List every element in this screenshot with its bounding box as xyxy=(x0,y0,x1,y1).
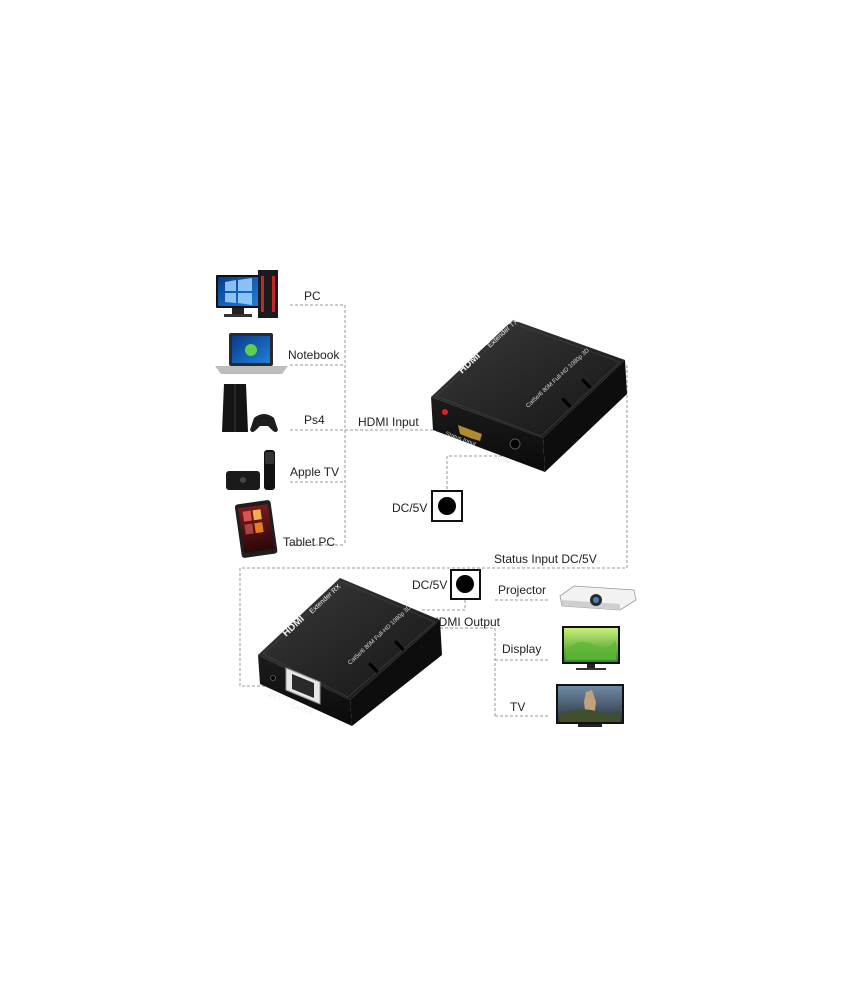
rx-rst-label: RST xyxy=(266,692,282,704)
output-label-tv: TV xyxy=(510,700,525,714)
apple-tv-icon xyxy=(226,450,275,490)
output-label-display: Display xyxy=(502,642,541,656)
projector-icon xyxy=(559,585,637,611)
extender-tx-box xyxy=(431,320,627,472)
tx-dc-jack xyxy=(509,438,521,450)
status-input-dc-label: Status Input DC/5V xyxy=(494,552,597,566)
dc-tx-label: DC/5V xyxy=(392,501,427,515)
source-label-tablet-pc: Tablet PC xyxy=(283,535,335,549)
hdmi-input-label: HDMI Input xyxy=(358,415,419,429)
tablet-icon xyxy=(234,500,278,558)
source-label-apple-tv: Apple TV xyxy=(290,465,339,479)
output-label-projector: Projector xyxy=(498,583,546,597)
source-label-pc: PC xyxy=(304,289,321,303)
tx-status-led xyxy=(442,409,448,415)
dc-power-tx-icon xyxy=(431,490,463,522)
notebook-icon xyxy=(215,333,288,374)
extender-rx-box xyxy=(258,578,442,726)
pc-icon xyxy=(216,270,278,318)
hdmi-output-label: HDMI Output xyxy=(430,615,501,629)
dc-power-rx-icon xyxy=(450,569,481,600)
ps4-console-icon xyxy=(222,384,278,432)
source-label-notebook: Notebook xyxy=(288,348,340,362)
dc-rx-label: DC/5V xyxy=(412,578,447,592)
tx-hdmi-input-port xyxy=(458,425,482,441)
rx-rst-button xyxy=(270,675,276,681)
source-label-ps4: Ps4 xyxy=(304,413,325,427)
tv-icon xyxy=(556,684,624,727)
display-monitor-icon xyxy=(562,626,620,670)
tx-dc-port-label: DC/5V xyxy=(492,454,511,466)
